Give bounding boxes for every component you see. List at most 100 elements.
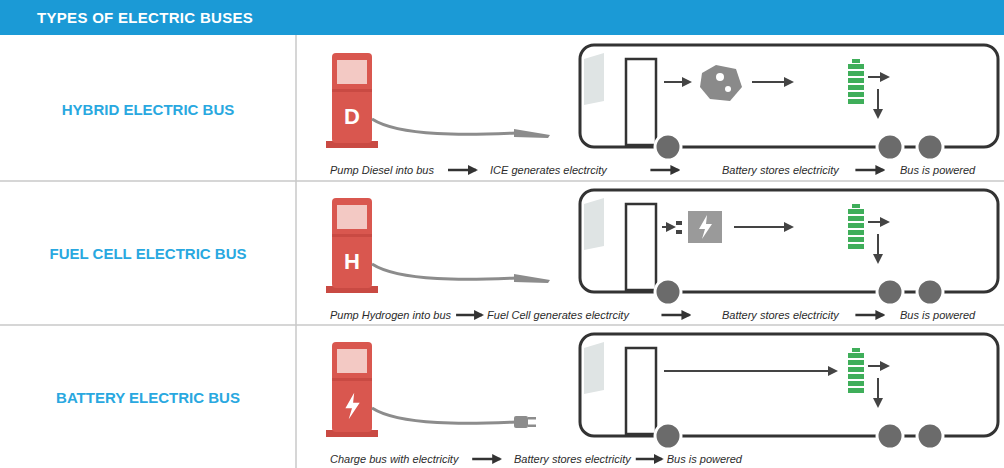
pump-screen — [337, 349, 367, 373]
pump-band — [332, 89, 372, 92]
step-arrow — [650, 169, 678, 172]
step-caption: Battery stores electricity — [722, 309, 839, 321]
battery-cell — [848, 99, 864, 104]
wheel — [655, 423, 681, 449]
battery-cell — [848, 381, 864, 386]
plug-pin — [528, 425, 536, 428]
battery-cell — [848, 360, 864, 365]
flow-arrow — [868, 221, 888, 223]
connector-pin — [676, 230, 682, 234]
step-caption: Charge bus with electricity — [330, 453, 458, 465]
battery-cell — [848, 374, 864, 379]
battery-terminal — [852, 59, 860, 63]
lightning-symbol — [699, 215, 712, 239]
bus-door — [626, 348, 656, 434]
column-divider — [295, 35, 297, 468]
hose — [372, 264, 516, 279]
step-arrow — [855, 314, 883, 317]
caption-arrows — [448, 170, 883, 459]
connector-pin — [676, 221, 682, 225]
flow-arrow — [877, 378, 879, 406]
step-caption: Bus is powered — [900, 164, 975, 176]
wheel — [877, 134, 903, 160]
nozzle — [514, 274, 550, 283]
battery-cell — [848, 92, 864, 97]
flow-arrow — [877, 89, 879, 117]
wheel — [917, 423, 943, 449]
row-illustration — [326, 190, 998, 305]
nozzle — [514, 129, 550, 138]
row-heading: FUEL CELL ELECTRIC BUS — [8, 245, 288, 262]
step-arrow — [448, 169, 476, 172]
battery-cell — [848, 367, 864, 372]
pump-band — [332, 234, 372, 237]
step-caption: Bus is powered — [667, 453, 742, 465]
flow-arrow — [868, 76, 888, 78]
engine-icon — [700, 65, 742, 101]
step-caption: Fuel Cell generates electrcity — [487, 309, 629, 321]
flow-arrow — [752, 81, 792, 83]
battery-terminal — [852, 348, 860, 352]
wheel — [877, 279, 903, 305]
pump-screen — [337, 60, 367, 84]
battery-cell — [848, 353, 864, 358]
pump-letter: H — [332, 249, 372, 275]
engine-detail — [716, 73, 724, 81]
battery-cell — [848, 78, 864, 83]
row-heading: BATTERY ELECTRIC BUS — [8, 389, 288, 406]
battery-cell — [848, 85, 864, 90]
fuel-cell — [688, 211, 722, 243]
flow-arrow — [664, 81, 690, 83]
wheel — [655, 279, 681, 305]
header-bar — [0, 0, 1004, 35]
row-heading: HYBRID ELECTRIC BUS — [8, 101, 288, 118]
wheel — [655, 134, 681, 160]
step-caption: Pump Hydrogen into bus — [330, 309, 451, 321]
hose — [372, 119, 516, 134]
row-divider — [0, 180, 1004, 182]
fuel-pump — [332, 198, 372, 288]
fuel-pump — [332, 53, 372, 143]
step-arrow — [472, 458, 500, 461]
step-arrow — [636, 458, 662, 461]
pump-letter: D — [332, 104, 372, 130]
step-caption: Battery stores electricity — [722, 164, 839, 176]
battery-cell — [848, 64, 864, 69]
step-caption: ICE generates electrcity — [490, 164, 607, 176]
step-caption: Pump Diesel into bus — [330, 164, 434, 176]
row-divider — [0, 324, 1004, 326]
flow-arrow — [734, 226, 792, 228]
pump-screen — [337, 205, 367, 229]
wheel — [917, 134, 943, 160]
flow-arrow — [664, 370, 836, 372]
battery-cell — [848, 71, 864, 76]
bus-door — [626, 204, 656, 290]
step-arrow — [456, 314, 482, 317]
row-illustration — [326, 45, 998, 160]
step-arrow — [661, 314, 689, 317]
wheel — [877, 423, 903, 449]
step-caption: Battery stores electricity — [514, 453, 631, 465]
hose — [372, 408, 516, 423]
flow-arrow — [877, 234, 879, 262]
battery-cell — [848, 209, 864, 214]
bus-door — [626, 59, 656, 145]
battery-cell — [848, 223, 864, 228]
battery-cell — [848, 388, 864, 393]
step-caption: Bus is powered — [900, 309, 975, 321]
bus-body — [580, 190, 998, 292]
battery-cell — [848, 216, 864, 221]
step-arrow — [855, 169, 883, 172]
battery-cell — [848, 237, 864, 242]
flow-arrow — [662, 226, 674, 228]
fuel-pump — [332, 342, 372, 432]
lightning-symbol — [345, 393, 359, 419]
wheel — [917, 279, 943, 305]
windshield — [584, 53, 604, 105]
plug-pin — [528, 417, 536, 420]
title: TYPES OF ELECTRIC BUSES — [37, 9, 253, 26]
pump-band — [332, 378, 372, 381]
engine-detail — [725, 86, 731, 92]
battery-cell — [848, 244, 864, 249]
